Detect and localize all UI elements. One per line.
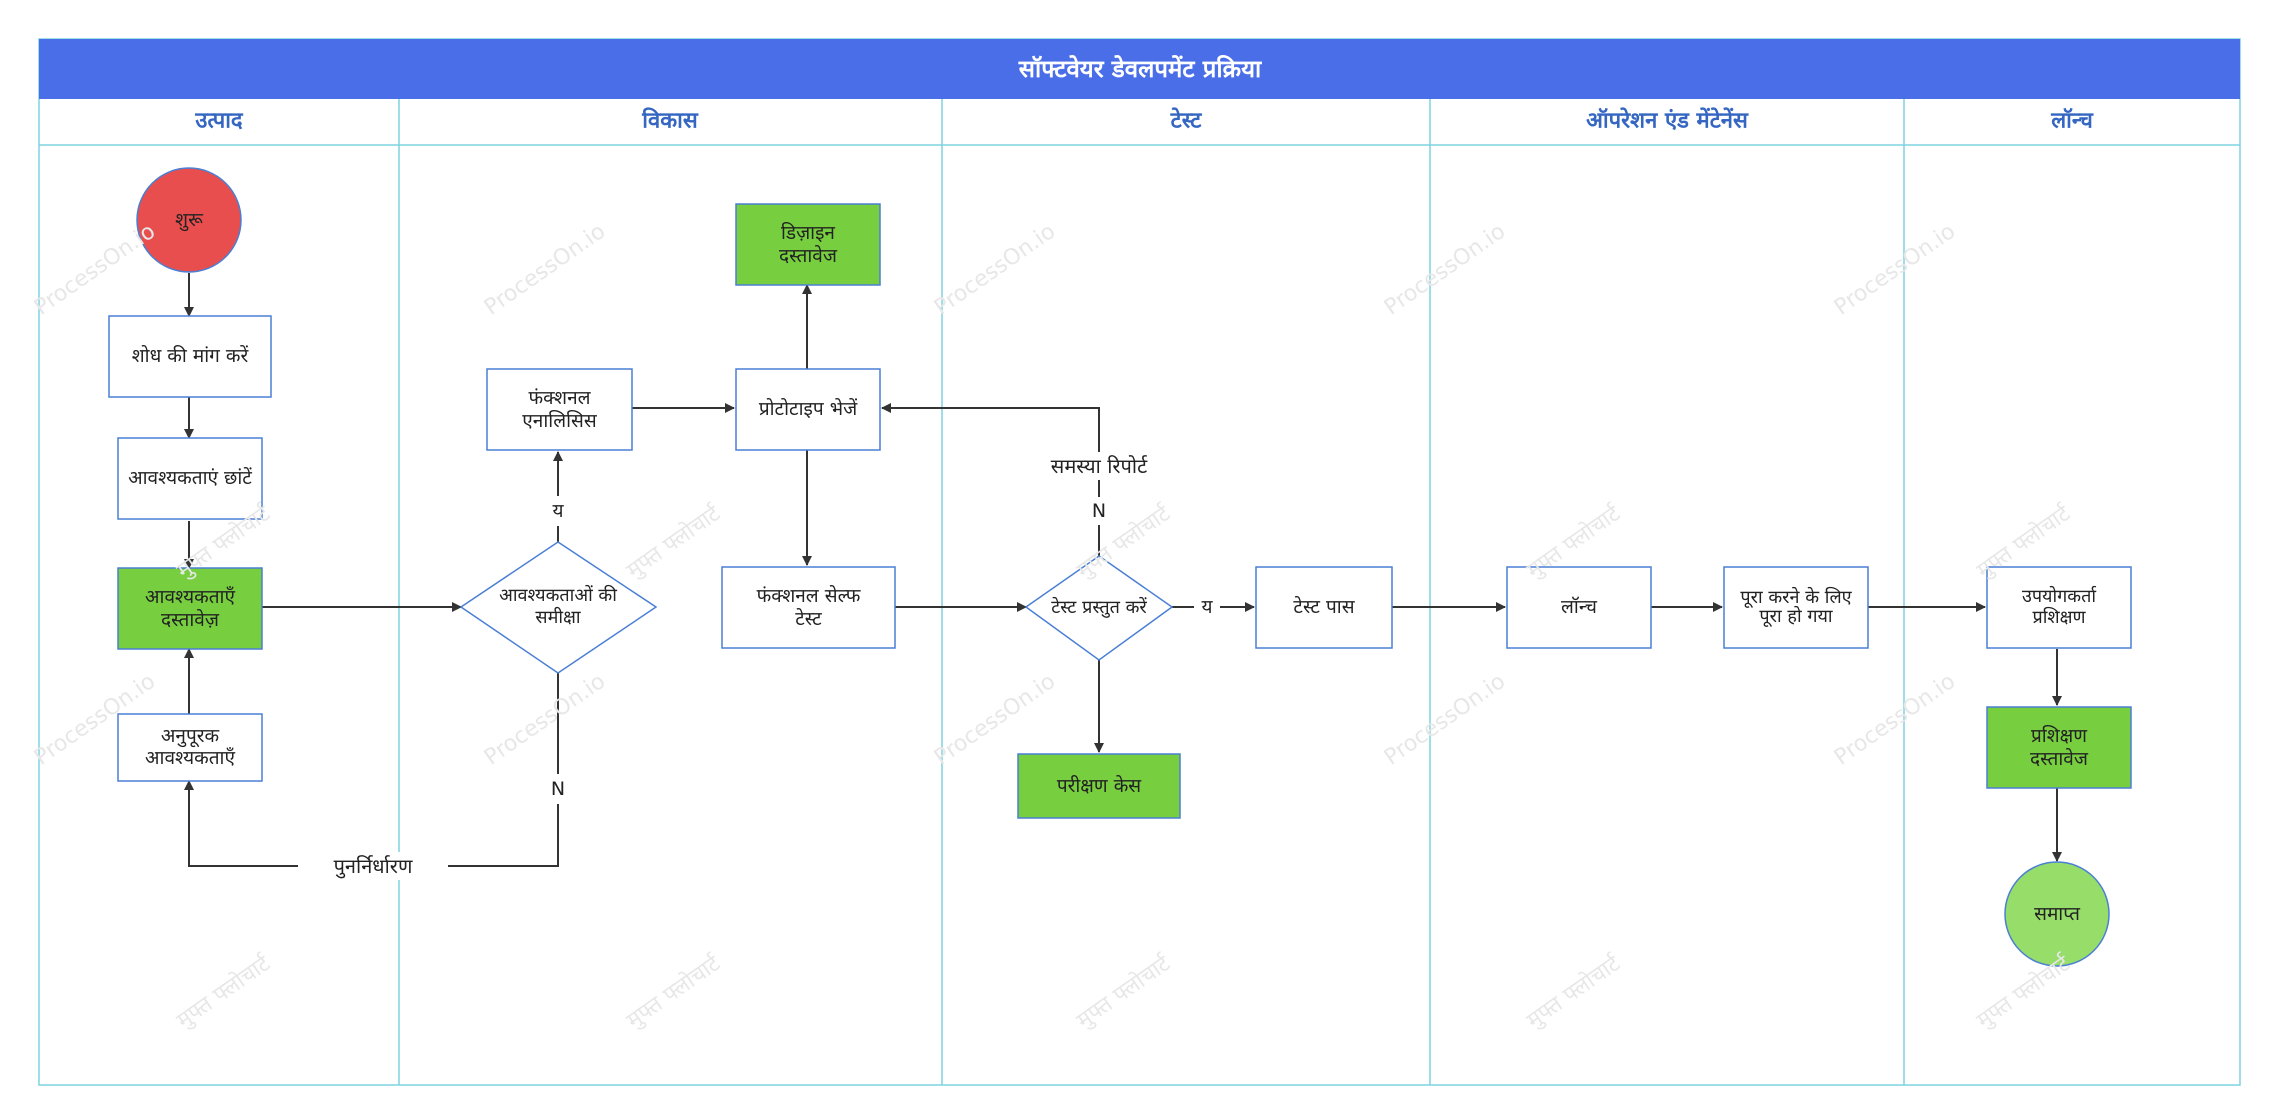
design-doc-label: डिज़ाइन दस्तावेज (779, 221, 837, 267)
edge-label-bg (543, 496, 573, 526)
start-label: शुरू (175, 209, 204, 232)
collect-requirements-node[interactable]: शोध की मांग करें (108, 315, 272, 398)
requirements-doc-node[interactable]: आवश्यकताएँ दस्तावेज़ (117, 567, 263, 650)
supplementary-requirements-label: अनुपूरक आवश्यकताएँ (145, 724, 235, 769)
submit-prototype-node[interactable]: प्रोटोटाइप भेजें (735, 368, 881, 451)
training-doc-node[interactable]: प्रशिक्षण दस्तावेज (1986, 706, 2132, 789)
requirements-review-label: आवश्यकताओं की समीक्षा (499, 585, 617, 628)
edge-label-review-no: N (551, 778, 565, 800)
functional-self-test-label: फंक्शनल सेल्फ टेस्ट (756, 584, 861, 630)
edge-label-review-yes: य (552, 500, 564, 522)
collect-requirements-label: शोध की मांग करें (131, 345, 249, 368)
edge-label-bg (1020, 452, 1178, 480)
diagram-title: सॉफ्टवेयर डेवलपमेंट प्रक्रिया (1018, 55, 1262, 83)
edge-label-bg (543, 774, 573, 804)
functional-self-test-node[interactable]: फंक्शनल सेल्फ टेस्ट (721, 566, 896, 649)
screen-requirements-node[interactable]: आवश्यकताएं छांटें (117, 437, 263, 520)
start-node[interactable]: शुरू (136, 167, 242, 273)
title-bar (39, 39, 2240, 99)
test-pass-label: टेस्ट पास (1293, 595, 1355, 618)
training-doc-label: प्रशिक्षण दस्तावेज (2030, 724, 2088, 770)
launch-complete-node[interactable]: पूरा करने के लिए पूरा हो गया (1723, 566, 1869, 649)
screen-requirements-label: आवश्यकताएं छांटें (128, 467, 252, 490)
functional-analysis-label: फंक्शनल एनालिसिस (522, 386, 597, 432)
user-training-node[interactable]: उपयोगकर्ता प्रशिक्षण (1986, 566, 2132, 649)
lane-header-product: उत्पाद (194, 109, 244, 134)
lane-header-development: विकास (641, 107, 699, 134)
test-pass-node[interactable]: टेस्ट पास (1255, 566, 1393, 649)
submit-test-decision[interactable]: टेस्ट प्रस्तुत करें (1024, 555, 1174, 661)
test-cases-node[interactable]: परीक्षण केस (1017, 753, 1181, 819)
requirements-doc-label: आवश्यकताएँ दस्तावेज़ (145, 585, 235, 631)
edge-label-problem-report: समस्या रिपोर्ट (1051, 454, 1148, 478)
lane-header-operations: ऑपरेशन एंड मेंटेनेंस (1586, 107, 1749, 134)
design-doc-node[interactable]: डिज़ाइन दस्तावेज (735, 203, 881, 286)
requirements-review-decision[interactable]: आवश्यकताओं की समीक्षा (459, 541, 658, 674)
user-training-label: उपयोगकर्ता प्रशिक्षण (2021, 585, 2097, 628)
functional-analysis-node[interactable]: फंक्शनल एनालिसिस (486, 368, 633, 451)
launch-label: लॉन्च (1561, 596, 1598, 618)
end-label: समाप्त (2034, 903, 2081, 925)
edge-label-bg (1194, 593, 1220, 621)
edge-label-test-yes: य (1201, 596, 1213, 618)
end-node[interactable]: समाप्त (2004, 861, 2110, 967)
submit-prototype-label: प्रोटोटाइप भेजें (758, 398, 858, 421)
lane-header-launch: लॉन्च (2050, 108, 2094, 134)
edge-label-bg (1086, 497, 1112, 525)
launch-complete-label: पूरा करने के लिए पूरा हो गया (1740, 586, 1852, 627)
edge-label-bg (298, 852, 448, 880)
edge-label-redefine: पुनर्निर्धारण (334, 854, 413, 879)
test-cases-label: परीक्षण केस (1057, 774, 1142, 797)
lane-header-test: टेस्ट (1170, 107, 1203, 134)
supplementary-requirements-node[interactable]: अनुपूरक आवश्यकताएँ (117, 713, 263, 782)
edge-label-test-no: N (1092, 500, 1106, 522)
launch-node[interactable]: लॉन्च (1506, 566, 1652, 649)
pool-frame (38, 38, 2241, 1086)
submit-test-label: टेस्ट प्रस्तुत करें (1051, 597, 1147, 619)
